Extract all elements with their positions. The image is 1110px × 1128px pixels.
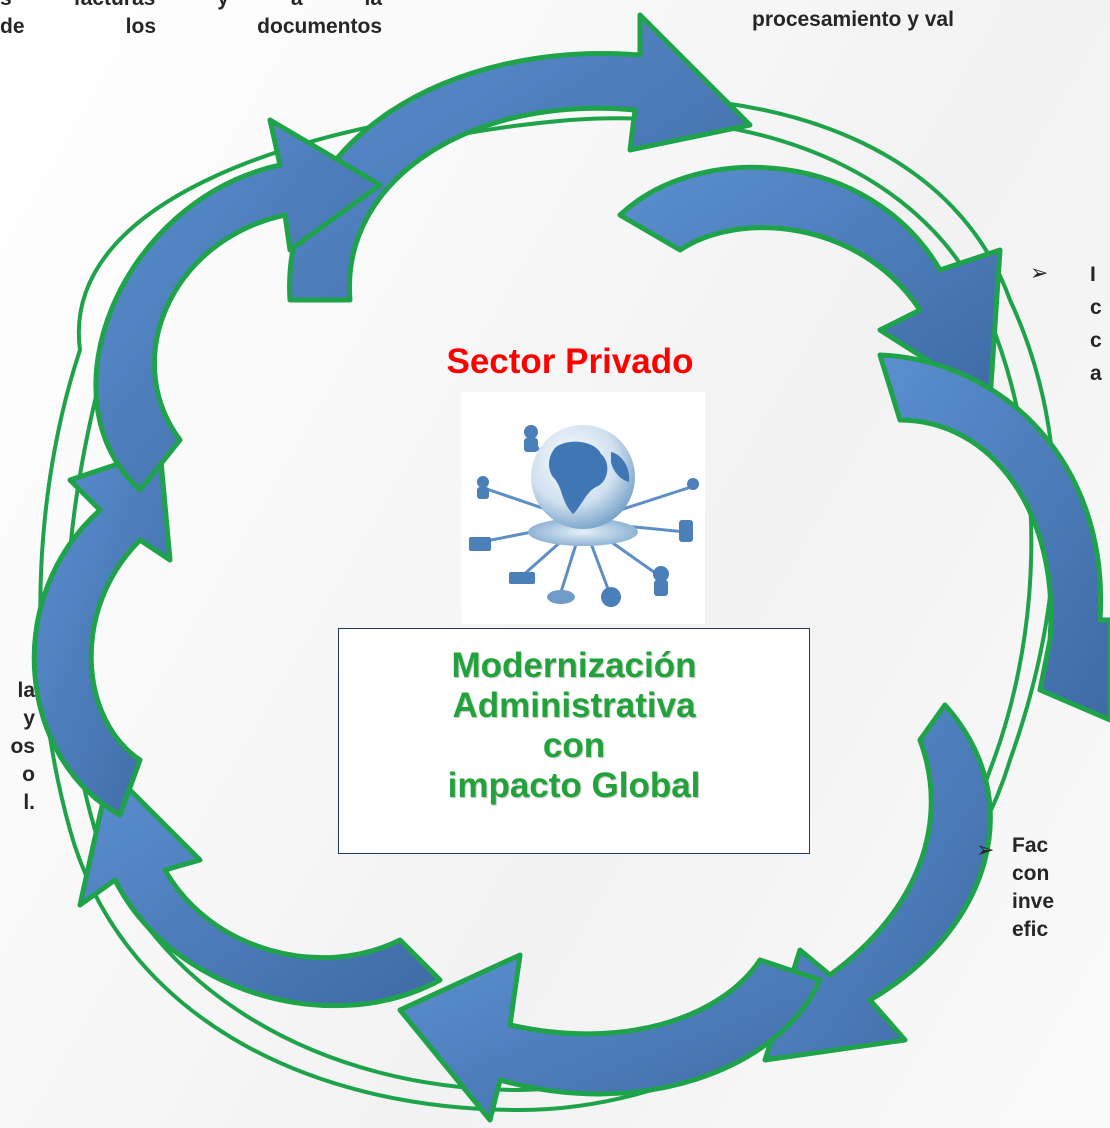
bullet-arrow-icon: ➢ (1030, 261, 1049, 286)
text-line: con (1012, 862, 1050, 885)
text-line: procesamiento y val (752, 8, 954, 31)
arrow-bottom (397, 952, 823, 1123)
center-line: Administrativa (452, 686, 696, 725)
text-line: c (1090, 296, 1102, 319)
cycle-arrow-group (31, 12, 1110, 1123)
text-line: la (17, 679, 35, 702)
text-line: a (1090, 362, 1102, 385)
center-line: con (542, 726, 606, 765)
text-line: de los documentos (0, 15, 382, 38)
globe-network-icon (461, 392, 705, 624)
text-block-bottom-right: Fac con inve efic (1012, 832, 1054, 944)
text-line: inve (1012, 890, 1055, 913)
arrow-top (287, 12, 753, 303)
arrow-top-right (617, 164, 1003, 403)
text-block-top-right: procesamiento y val (752, 6, 954, 34)
arrow-right (877, 352, 1110, 723)
text-block-right: I c c a (1090, 258, 1102, 390)
text-line: y (23, 707, 35, 730)
text-line: l. (23, 791, 35, 814)
arrow-upper-left (93, 117, 383, 493)
text-block-left: la y os o l. (0, 677, 35, 817)
text-block-top-left: s facturas y a la de los documentos (0, 0, 382, 41)
text-line: efic (1012, 918, 1049, 941)
text-line: I (1090, 263, 1096, 286)
text-line: Fac (1012, 834, 1049, 857)
bullet-arrow-icon: ➢ (976, 838, 995, 863)
text-line: o (22, 763, 35, 786)
center-line: Modernización (451, 646, 697, 685)
text-line: s facturas y a la (0, 0, 382, 13)
arrow-bottom-left (77, 767, 443, 1009)
sector-heading: Sector Privado (446, 342, 694, 381)
arrow-bottom-right (762, 702, 993, 1063)
text-line: c (1090, 329, 1102, 352)
arrow-left (31, 447, 173, 818)
center-box-text: Modernización Administrativa con impacto… (339, 646, 809, 806)
center-line: impacto Global (447, 766, 701, 805)
text-line: os (10, 735, 35, 758)
center-box: Modernización Administrativa con impacto… (338, 628, 810, 854)
